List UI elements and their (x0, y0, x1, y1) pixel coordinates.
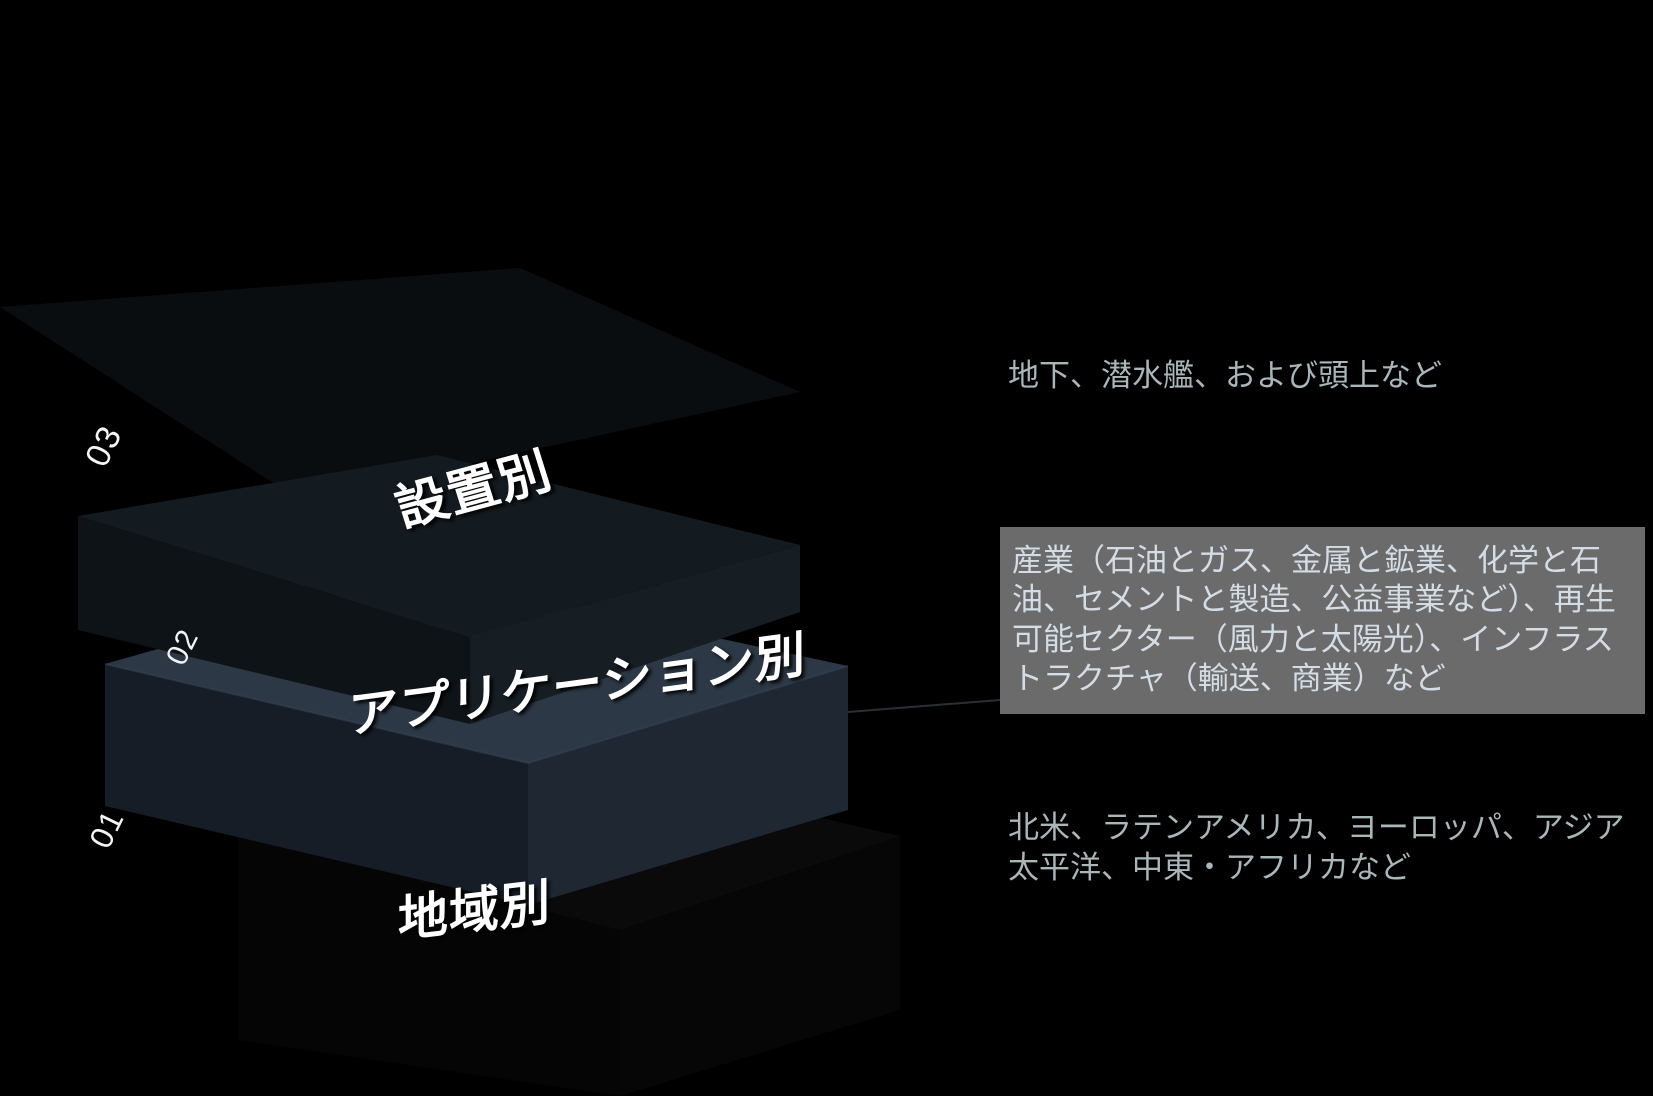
layer-03-slab-top (78, 455, 800, 637)
layer-02-leader-line (847, 699, 1000, 713)
layer-01-description: 北米、ラテンアメリカ、ヨーロッパ、アジア太平洋、中東・アフリカなど (1008, 810, 1625, 886)
layer-03-top-face (0, 268, 800, 500)
layer-02-front-face (528, 666, 848, 905)
layer-02-edge-highlight (104, 663, 849, 765)
layer-03-slab-side (78, 516, 470, 724)
layer-02-side-face (105, 664, 528, 905)
layer-03-slab-front (470, 545, 800, 724)
layer-03-shape (0, 268, 800, 724)
layer-stack-graphic (0, 268, 1000, 1096)
layer-01-front-face (620, 836, 900, 1096)
layer-02-description: 産業（石油とガス、金属と鉱業、化学と石油、セメントと製造、公益事業など）、再生可… (1000, 527, 1645, 715)
layer-01-side-face (238, 834, 620, 1096)
layer-03-description: 地下、潜水艦、および頭上など (1008, 358, 1442, 393)
